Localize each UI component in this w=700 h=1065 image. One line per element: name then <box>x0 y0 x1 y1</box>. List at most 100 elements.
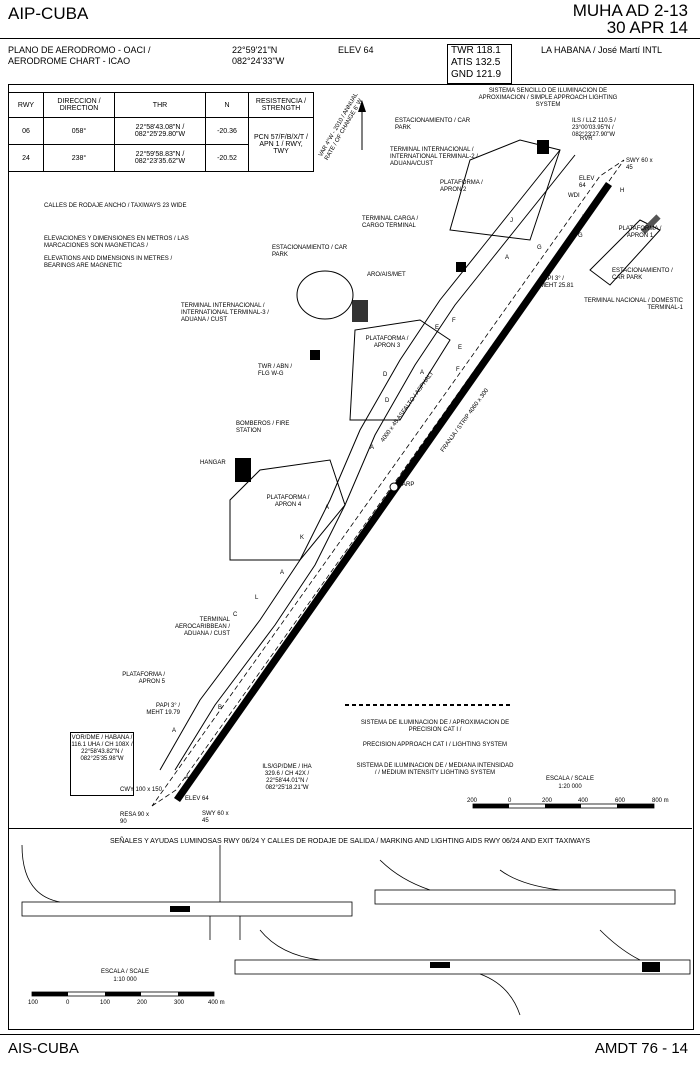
terminal-3-building <box>352 300 368 322</box>
label-aro-ais-met: ARO/AIS/MET <box>367 272 406 278</box>
twy-label: E <box>458 345 463 351</box>
thr-cell: 22°59'58.83"N / 082°23'35.62"W <box>114 144 206 172</box>
label-vor-dme: VOR/DME / HABANA / 116.1 UHA / CH 108X /… <box>70 732 134 796</box>
twy-label: E <box>435 325 440 331</box>
legend-precision-en: PRECISION APPROACH CAT I / LIGHTING SYST… <box>362 742 508 748</box>
apron-3-outline <box>349 319 451 421</box>
main-scale-tick: 600 <box>615 798 626 804</box>
inset-scale-ratio: 1:10 000 <box>113 977 137 983</box>
arp-coords: 22°59'21''N 082°24'33''W <box>232 45 284 67</box>
main-scale-seg2 <box>545 804 581 808</box>
arp-symbol <box>389 482 399 492</box>
taxiway-a-edge-right <box>174 154 576 771</box>
twy-label: L <box>255 595 259 601</box>
label-car-park-2: ESTACIONAMIENTO / CAR PARK <box>272 245 348 258</box>
main-scale-tick: 800 m <box>652 798 669 804</box>
twy-label: C <box>233 612 238 618</box>
inset-scale-seg1 <box>32 992 68 996</box>
n-cell: -20.52 <box>205 144 249 172</box>
chart-title-en: AERODROME CHART - ICAO <box>8 56 131 66</box>
inset-runway-2 <box>374 889 676 905</box>
chart-frame <box>8 84 694 1030</box>
twy-label: A <box>172 728 177 734</box>
label-papi-24: PAPI 3° / MEHT 25.81 <box>540 276 574 289</box>
main-scale-tick: 0 <box>508 798 512 804</box>
chart-title-es: PLANO DE AERODROMO - OACI / <box>8 45 151 55</box>
main-scale-ratio: 1:20 000 <box>558 784 582 790</box>
inset-scale-tick: 200 <box>137 1000 148 1006</box>
runway-table: RWY DIRECCION / DIRECTION THR N RESISTEN… <box>8 92 314 172</box>
twy-label: J <box>510 218 513 224</box>
twy-label: A <box>420 370 425 376</box>
label-apron-2: PLATAFORMA / APRON 2 <box>440 180 483 193</box>
inset-divider <box>8 828 692 829</box>
rwy-cell: 06 <box>8 117 44 145</box>
main-scale-title: ESCALA / SCALE <box>545 776 595 782</box>
label-fire-station: BOMBEROS / FIRE STATION <box>236 421 290 434</box>
strength-cell: PCN 57/F/B/X/T / APN 1 / RWY, TWY <box>248 117 314 172</box>
main-scale-bar <box>472 803 655 809</box>
hangar-building <box>235 458 251 482</box>
frequency-box: TWR 118.1 ATIS 132.5 GND 121.9 <box>447 44 512 84</box>
legend-precision-es: SISTEMA DE ILUMINACION DE / APROXIMACION… <box>360 720 510 733</box>
label-terminal-1: TERMINAL NACIONAL / DOMESTIC TERMINAL-1 <box>584 298 683 311</box>
inset-threshold <box>642 962 660 972</box>
inset-scale-title: ESCALA / SCALE <box>100 969 150 975</box>
main-scale-seg1 <box>473 804 509 808</box>
twr-frequency: TWR 118.1 <box>451 45 501 56</box>
twy-label: I <box>582 215 584 221</box>
aerodrome-location: LA HABANA / José Martí INTL <box>541 45 663 55</box>
twy-label: A <box>505 255 510 261</box>
footer-right: AMDT 76 - 14 <box>594 1040 688 1057</box>
inset-scale-tick: 100 <box>28 1000 39 1006</box>
label-rvr: RVR <box>580 136 593 142</box>
inset-exit-6 <box>259 929 321 961</box>
inset-exit-1 <box>21 844 61 903</box>
strength-col-header: RESISTENCIA / STRENGTH <box>248 92 314 118</box>
cargo-terminal-building <box>456 262 466 272</box>
twy-label: B <box>218 705 223 711</box>
inset-exit-7 <box>479 973 521 1016</box>
markings-title: SEÑALES Y AYUDAS LUMINOSAS RWY 06/24 Y C… <box>109 838 591 845</box>
main-scale-seg3 <box>617 804 654 808</box>
label-ils-llz: ILS / LLZ 110.5 / 23°00'03.95"N / 082°23… <box>572 118 616 138</box>
label-wdi: WDI <box>568 193 580 199</box>
inset-scale-tick: 300 <box>174 1000 185 1006</box>
page-date: 30 APR 14 <box>606 18 688 37</box>
control-tower <box>310 350 320 360</box>
main-scale-tick: 200 <box>542 798 553 804</box>
runway-06-24 <box>174 182 612 802</box>
inset-marking-1 <box>170 906 190 912</box>
footer-rule <box>0 1034 700 1035</box>
label-swy-24: SWY 60 x 45 <box>626 158 653 171</box>
label-apron-1: PLATAFORMA / APRON 1 <box>618 226 662 239</box>
table-row: 24 238° 22°59'58.83"N / 082°23'35.62"W -… <box>8 144 314 172</box>
aerodrome-elevation: ELEV 64 <box>338 45 374 55</box>
label-apron-3: PLATAFORMA / APRON 3 <box>365 336 409 349</box>
footer-left: AIS-CUBA <box>8 1040 79 1057</box>
arp-lon: 082°24'33''W <box>232 56 285 66</box>
inset-scale-tick: 400 m <box>208 1000 225 1006</box>
label-apron-5: PLATAFORMA / APRON 5 <box>122 672 165 685</box>
label-sals: SISTEMA SENCILLO DE ILUMINACION DE APROX… <box>478 88 618 108</box>
twy-label: A <box>185 775 190 781</box>
chart-title: PLANO DE AERODROMO - OACI / AERODROME CH… <box>8 45 151 67</box>
twy-label: A <box>370 445 375 451</box>
inset-scale-bar <box>31 991 215 997</box>
inset-scale-tick: 100 <box>100 1000 111 1006</box>
inset-scale-seg2 <box>105 992 141 996</box>
elevation-note-es: ELEVACIONES Y DIMENSIONES EN METROS / LA… <box>44 236 189 249</box>
inset-exit-5 <box>499 869 561 891</box>
main-scale-tick: 200 <box>467 798 478 804</box>
markings-insets <box>21 844 691 1016</box>
label-car-park-3: ESTACIONAMIENTO / CAR PARK <box>612 268 673 281</box>
terminal-2-building <box>537 140 549 154</box>
terminal-1-building <box>640 214 661 235</box>
inset-marking-2 <box>430 962 450 968</box>
taxiway-note: CALLES DE RODAJE ANCHO / TAXIWAYS 23 WID… <box>44 203 187 209</box>
twy-label: A <box>325 505 330 511</box>
inset-scale-tick: 0 <box>66 1000 70 1006</box>
rwy-col-header: RWY <box>8 92 44 118</box>
label-aerocaribbean: TERMINAL AEROCARIBBEAN / ADUANA / CUST <box>174 617 230 637</box>
